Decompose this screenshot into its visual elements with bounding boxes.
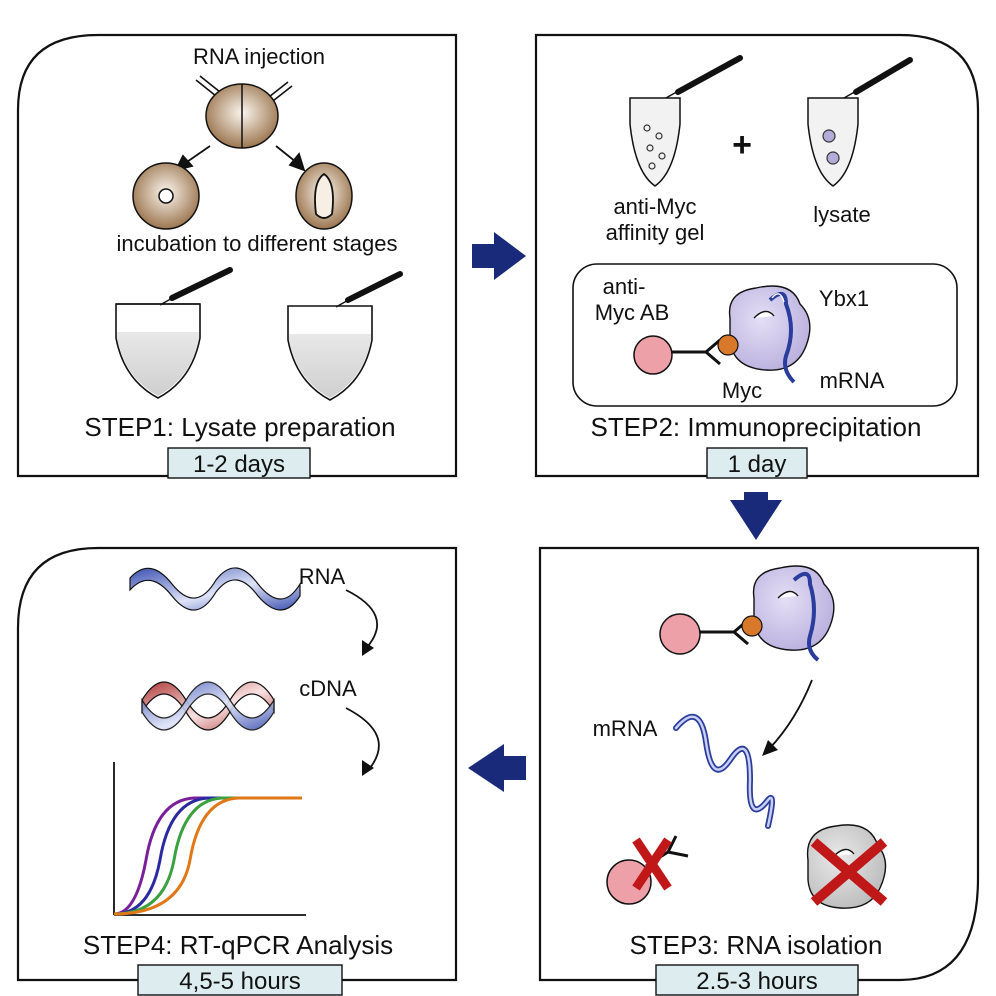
two-cell-embryo-icon <box>205 83 279 149</box>
cdna-helix-icon <box>141 681 275 731</box>
ybx1-protein-icon <box>752 565 835 662</box>
lysate-tube-icon <box>807 57 913 187</box>
step2-title: STEP2: Immunoprecipitation <box>591 412 922 442</box>
tube-icon <box>287 271 403 401</box>
step2-duration: 1 day <box>728 451 787 478</box>
myc-tag-icon <box>717 334 739 356</box>
mrna-label: mRNA <box>820 368 885 393</box>
release-arrow <box>762 679 813 756</box>
injection-label: RNA injection <box>193 44 325 69</box>
gel-label-line2: affinity gel <box>606 220 705 245</box>
myc-tag-icon <box>741 615 763 637</box>
amplification-arrow <box>345 707 380 776</box>
qpcr-plot <box>113 762 306 916</box>
tube-icon <box>115 267 233 399</box>
step2-duration-box <box>706 447 808 479</box>
cdna-label: cDNA <box>299 676 357 701</box>
gel-label-line1: anti-Myc <box>613 194 696 219</box>
rna-ribbon-icon <box>129 567 301 611</box>
step3-panel: mRNA STEP3: RNA isolation 2.5-3 hours <box>538 546 980 996</box>
bead-icon <box>633 335 673 375</box>
qpcr-curve <box>113 796 302 916</box>
step4-panel: RNA cDNA STEP4: RT-qPCR Analysis 4,5-5 h… <box>16 546 458 996</box>
step3-duration: 2.5-3 hours <box>696 968 817 995</box>
antibody-label-line2: Myc AB <box>595 300 670 325</box>
antibody-icon <box>705 338 721 366</box>
step1-duration-box <box>167 447 311 479</box>
qpcr-curve <box>113 796 302 916</box>
discarded-antibody-icon <box>606 835 689 905</box>
step4-duration: 4,5-5 hours <box>179 968 300 995</box>
step4-duration-box <box>137 964 343 996</box>
discarded-protein-icon <box>806 824 888 909</box>
neurula-embryo-icon <box>295 162 353 230</box>
step1-panel: RNA injection incubation to <box>16 33 458 479</box>
step1-duration: 1-2 days <box>193 451 285 478</box>
step4-frame <box>16 546 458 982</box>
mrna-label: mRNA <box>593 716 658 741</box>
antibody-label-line1: anti- <box>603 274 646 299</box>
flow-arrow-right <box>472 232 526 280</box>
rna-label: RNA <box>299 564 346 589</box>
flow-arrow-left <box>468 744 526 792</box>
step1-title: STEP1: Lysate preparation <box>84 412 395 442</box>
ybx1-label: Ybx1 <box>819 286 869 311</box>
step3-duration-box <box>655 964 859 996</box>
blastula-embryo-icon <box>132 162 200 230</box>
qpcr-curve <box>113 796 302 916</box>
step2-panel: + anti-Myc affinity gel lysate anti- Myc… <box>534 33 980 479</box>
myc-label: Myc <box>722 378 762 403</box>
flow-arrow-down <box>730 492 782 540</box>
step4-title: STEP4: RT-qPCR Analysis <box>83 930 393 960</box>
step2-frame <box>534 33 980 478</box>
qpcr-curve <box>113 796 302 916</box>
plus-sign: + <box>732 126 752 164</box>
incubation-label: incubation to different stages <box>117 231 398 256</box>
lysate-label: lysate <box>813 202 870 227</box>
bead-icon <box>659 613 701 655</box>
conversion-arrow <box>345 589 378 656</box>
ybx1-protein-icon <box>728 285 811 384</box>
affinity-gel-tube-icon <box>629 55 743 187</box>
step3-title: STEP3: RNA isolation <box>630 930 883 960</box>
